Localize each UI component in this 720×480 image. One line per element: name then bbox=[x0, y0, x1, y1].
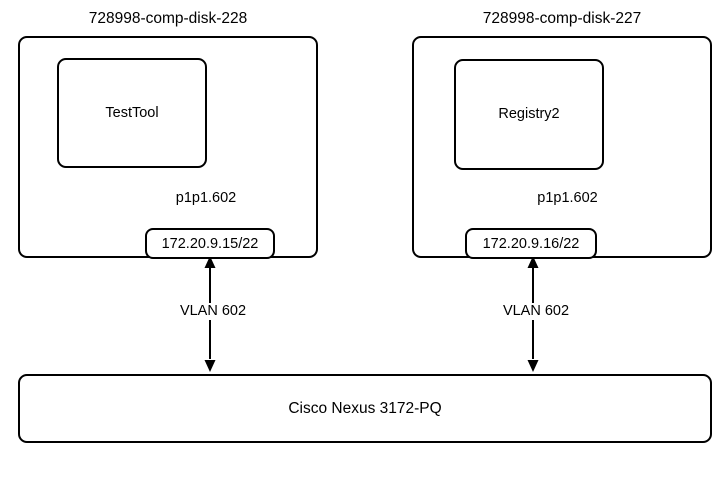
arrowhead-up-right bbox=[527, 256, 539, 268]
vlan-label-left: VLAN 602 bbox=[159, 303, 267, 320]
app-box-registry2[interactable]: Registry2 bbox=[454, 59, 604, 170]
nic-label-left: p1p1.602 bbox=[175, 190, 237, 206]
arrowhead-up-left bbox=[204, 256, 216, 268]
switch-box[interactable]: Cisco Nexus 3172-PQ bbox=[18, 374, 712, 443]
app-box-testtool[interactable]: TestTool bbox=[57, 58, 207, 168]
arrowhead-down-left bbox=[204, 360, 216, 372]
vlan-label-right: VLAN 602 bbox=[482, 303, 590, 320]
host-box-right[interactable]: Registry2 p1p1.602 bbox=[412, 36, 712, 258]
ip-address-box-left[interactable]: 172.20.9.15/22 bbox=[145, 228, 275, 259]
host-title-left: 728998-comp-disk-228 bbox=[88, 10, 248, 27]
app-label-left: TestTool bbox=[105, 105, 159, 121]
host-title-right: 728998-comp-disk-227 bbox=[482, 10, 642, 27]
ip-address-box-right[interactable]: 172.20.9.16/22 bbox=[465, 228, 597, 259]
nic-label-right: p1p1.602 bbox=[537, 190, 598, 206]
host-box-left[interactable]: TestTool p1p1.602 bbox=[18, 36, 318, 258]
arrowhead-down-right bbox=[527, 360, 539, 372]
app-label-right: Registry2 bbox=[498, 106, 560, 122]
